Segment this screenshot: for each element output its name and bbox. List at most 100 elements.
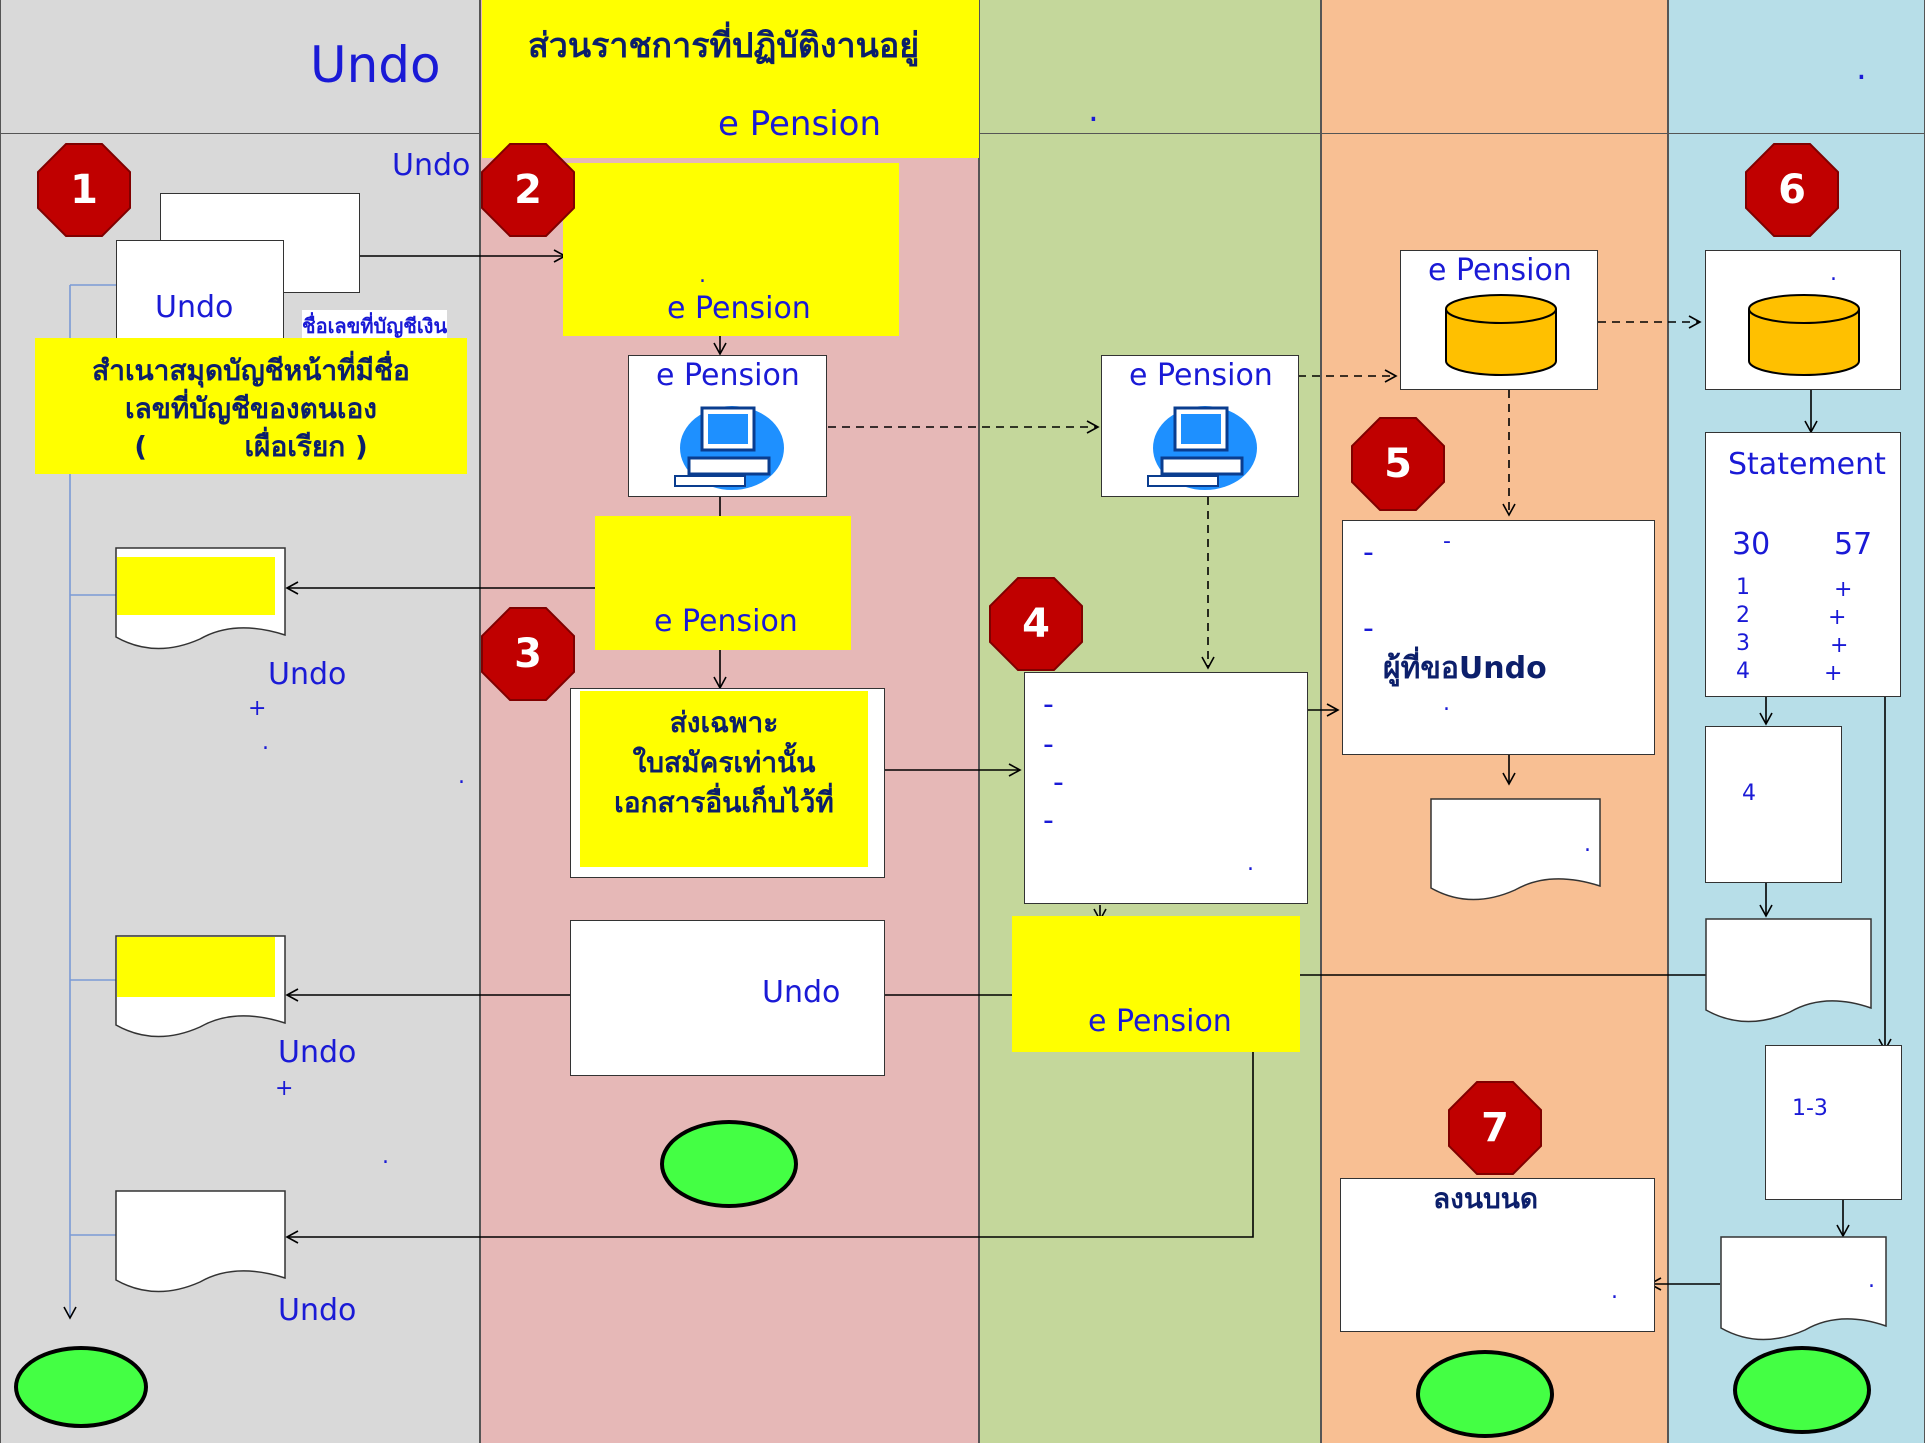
lane-3-computer-box: e Pension — [1101, 355, 1299, 497]
statement-row-1-s: + — [1834, 577, 1853, 602]
statement-num-2: 57 — [1834, 527, 1873, 562]
status-main-text: ผู้ที่ขอUndo — [1383, 651, 1547, 686]
step-badge-2-number: 2 — [514, 167, 542, 213]
computer-icon — [674, 406, 784, 490]
status-dash-1: - — [1363, 535, 1374, 570]
database-icon — [1748, 294, 1860, 376]
final-dot: . — [1611, 1279, 1618, 1304]
statement-row-4-s: + — [1824, 661, 1843, 686]
lane-5-doc-dot: . — [1868, 1268, 1875, 1293]
lane-4-header — [1321, 0, 1668, 134]
return-document-1 — [115, 547, 286, 650]
lane-2-title: ส่วนราชการที่ปฏิบัติงานอยู่ — [528, 26, 920, 66]
lane-1-label-a: Undo — [268, 657, 347, 692]
step-badge-1: 1 — [36, 142, 132, 238]
lane-5-db-label: . — [1830, 261, 1837, 286]
step-badge-5: 5 — [1350, 416, 1446, 512]
lane-1-label-a-plus: + — [248, 696, 267, 721]
statement-row-1-n: 1 — [1736, 575, 1750, 600]
checklist-dot: . — [1247, 851, 1254, 876]
step-badge-6: 6 — [1744, 142, 1840, 238]
lane-3-checklist-box: - - - - . — [1024, 672, 1308, 904]
step-badge-7: 7 — [1447, 1080, 1543, 1176]
lane-2-header — [482, 0, 979, 158]
passbook-note: สำเนาสมุดบัญชีหน้าที่มีชื่อ เลขที่บัญชีข… — [35, 338, 467, 474]
return-document-2 — [115, 935, 286, 1038]
terminal-lane-1 — [14, 1346, 148, 1428]
lane-1-label-a-dot2: . — [458, 764, 465, 789]
step-badge-4: 4 — [988, 576, 1084, 672]
status-dash-2: - — [1363, 611, 1374, 646]
statement-row-4-n: 4 — [1736, 659, 1750, 684]
lane-2-send-box: ส่งเฉพาะ ใบสมัครเท่านั้น เอกสารอื่นเก็บไ… — [570, 688, 885, 878]
lane-5-range-label: 1-3 — [1792, 1096, 1828, 1121]
lane-5-box-4: 4 — [1705, 726, 1842, 883]
terminal-lane-2 — [660, 1120, 798, 1208]
step-badge-6-number: 6 — [1778, 167, 1806, 213]
lane-4-status-box: - - - ผู้ที่ขอUndo . — [1342, 520, 1655, 755]
lane-4-final-box: ลงนับนัด . — [1340, 1178, 1655, 1332]
lane-3-yellow: e Pension — [1012, 916, 1300, 1052]
step-badge-5-number: 5 — [1384, 441, 1412, 487]
lane-2-yellow-top-label: e Pension — [667, 291, 811, 326]
lane-5-title: . — [1856, 48, 1867, 88]
lane-5 — [1668, 0, 1925, 1443]
statement-num-1: 30 — [1732, 527, 1771, 562]
terminal-lane-5 — [1733, 1346, 1871, 1434]
statement-row-3-n: 3 — [1736, 631, 1750, 656]
terminal-lane-4 — [1416, 1350, 1554, 1438]
statement-row-2-s: + — [1828, 605, 1847, 630]
lane-2-yellow-mid-label: e Pension — [654, 604, 798, 639]
send-note: ส่งเฉพาะ ใบสมัครเท่านั้น เอกสารอื่นเก็บไ… — [580, 691, 868, 867]
statement-box: Statement 30 57 1 + 2 + 3 + 4 + — [1705, 432, 1901, 697]
checklist-item-3: - — [1053, 765, 1064, 800]
lane-5-db-box: . — [1705, 250, 1901, 390]
lane-3-yellow-label: e Pension — [1088, 1004, 1232, 1039]
status-main: ผู้ที่ขอUndo — [1383, 645, 1547, 692]
lane-1-corner-label: Undo — [392, 148, 471, 183]
lane-2-computer-label: e Pension — [656, 358, 800, 393]
application-document-label: Undo — [155, 290, 234, 325]
status-dot: . — [1443, 691, 1450, 716]
send-note-line2: ใบสมัครเท่านั้น — [632, 746, 816, 779]
lane-2-subtitle: e Pension — [718, 104, 881, 144]
lane-1-header — [0, 0, 480, 134]
lane-4-doc-dot: . — [1584, 832, 1591, 857]
lane-3-title: . — [1088, 90, 1099, 130]
step-badge-3: 3 — [480, 606, 576, 702]
lane-2-computer-box: e Pension — [628, 355, 827, 497]
lane-1-label-b-dot: . — [382, 1144, 389, 1169]
lane-3-header — [979, 0, 1321, 134]
passbook-note-line1: สำเนาสมุดบัญชีหน้าที่มีชื่อ — [92, 354, 410, 387]
send-note-line3: เอกสารอื่นเก็บไว้ที่ — [614, 786, 834, 819]
step-badge-1-number: 1 — [70, 167, 98, 213]
send-note-line1: ส่งเฉพาะ — [669, 706, 779, 739]
lane-3-computer-label: e Pension — [1129, 358, 1273, 393]
checklist-item-4: - — [1043, 803, 1054, 838]
step-badge-2: 2 — [480, 142, 576, 238]
passbook-note-line3: ( เผื่อเรียก ) — [134, 430, 368, 463]
checklist-item-2: - — [1043, 727, 1054, 762]
database-icon — [1445, 294, 1557, 376]
passbook-note-line2: เลขที่บัญชีของตนเอง — [125, 392, 377, 425]
checklist-item-1: - — [1043, 687, 1054, 722]
return-document-3 — [115, 1190, 286, 1293]
lane-4-db-label: e Pension — [1428, 253, 1572, 288]
computer-icon — [1147, 406, 1257, 490]
lane-1-label-b: Undo — [278, 1035, 357, 1070]
lane-5-header — [1668, 0, 1925, 134]
step-badge-4-number: 4 — [1022, 601, 1050, 647]
lane-2-yellow-mid: e Pension — [595, 516, 851, 650]
account-label: ชื่อเลขที่บัญชีเงิน — [302, 310, 448, 342]
lane-4-document — [1430, 798, 1601, 901]
lane-1-title: Undo — [310, 36, 441, 94]
application-document — [116, 240, 284, 340]
step-badge-3-number: 3 — [514, 631, 542, 677]
lane-2-return-box: Undo — [570, 920, 885, 1076]
lane-2-yellow-top-dot: . — [699, 263, 706, 288]
lane-1-label-a-dot: . — [262, 730, 269, 755]
lane-2-yellow-top: . e Pension — [563, 163, 899, 336]
lane-1-label-b-plus: + — [275, 1076, 294, 1101]
lane-5-document — [1705, 918, 1872, 1023]
step-badge-7-number: 7 — [1481, 1105, 1509, 1151]
